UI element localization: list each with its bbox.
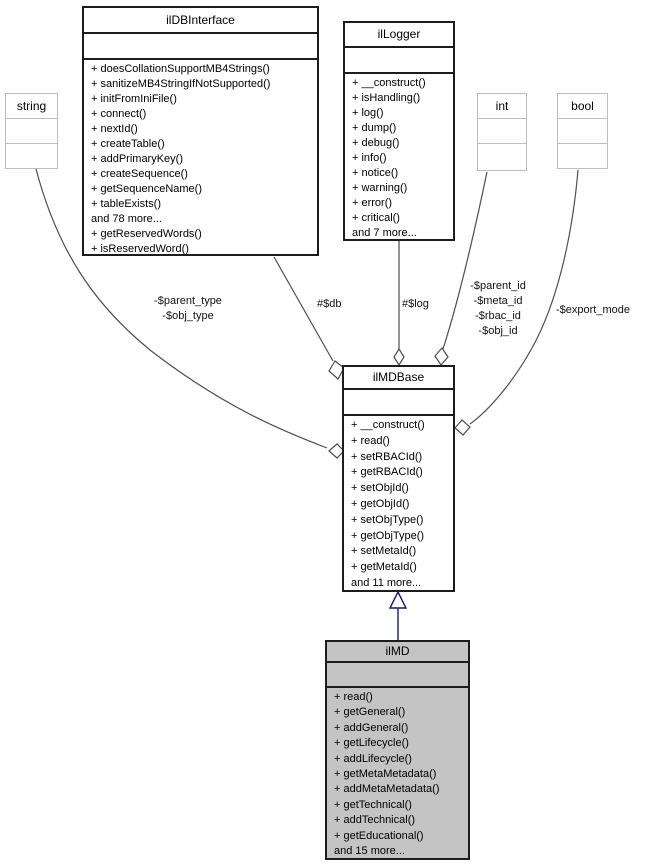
method-line: + doesCollationSupportMB4Strings() bbox=[91, 63, 270, 75]
method-line: + notice() bbox=[352, 167, 399, 179]
type-title: string bbox=[6, 94, 57, 119]
method-line: + dump() bbox=[352, 122, 397, 134]
edge-ildbinterface-to-ilmdbase bbox=[273, 256, 334, 362]
methods-compartment: + doesCollationSupportMB4Strings() + san… bbox=[84, 60, 317, 257]
method-line: + setMetaId() bbox=[351, 545, 417, 558]
method-line: + getSequenceName() bbox=[91, 183, 202, 195]
edge-label-line: -$obj_id bbox=[478, 325, 518, 337]
method-line: + getReservedWords() bbox=[91, 228, 202, 240]
edge-int-to-ilmdbase bbox=[442, 171, 488, 350]
method-line: + addPrimaryKey() bbox=[91, 153, 184, 165]
method-line: + getObjType() bbox=[351, 529, 425, 542]
edge-label-line: -$obj_type bbox=[162, 310, 214, 322]
type-node-string: string bbox=[5, 93, 58, 169]
edge-label-log: #$log bbox=[402, 298, 429, 310]
class-title: ilLogger bbox=[345, 23, 453, 48]
method-line: + setRBACId() bbox=[351, 450, 423, 463]
aggregation-diamond-ids bbox=[434, 347, 449, 366]
inheritance-arrowhead bbox=[388, 590, 408, 609]
aggregation-diamond-log bbox=[393, 347, 405, 367]
class-title: ilMDBase bbox=[344, 367, 453, 390]
type-empty-row bbox=[558, 119, 607, 144]
method-line: + getObjId() bbox=[351, 497, 410, 510]
type-empty-row bbox=[6, 119, 57, 144]
methods-compartment: + __construct() + isHandling() + log() +… bbox=[345, 74, 453, 241]
methods-compartment: + read() + getGeneral() + addGeneral() +… bbox=[327, 688, 468, 859]
class-node-ilmd[interactable]: ilMD + read() + getGeneral() + addGenera… bbox=[325, 640, 470, 860]
method-line: + read() bbox=[351, 434, 390, 447]
type-empty-row bbox=[6, 144, 57, 168]
edge-label-line: -$parent_id bbox=[470, 280, 526, 292]
method-line: + nextId() bbox=[91, 123, 138, 135]
type-empty-row bbox=[478, 119, 526, 144]
method-line: + getLifecycle() bbox=[334, 737, 409, 750]
type-empty-row bbox=[558, 144, 607, 168]
aggregation-diamond-export-mode bbox=[454, 419, 471, 436]
method-line: + sanitizeMB4StringIfNotSupported() bbox=[91, 78, 271, 90]
class-title: ilDBInterface bbox=[84, 8, 317, 34]
method-line: + error() bbox=[352, 197, 393, 209]
method-line: + getMetaId() bbox=[351, 561, 417, 574]
method-line: + addTechnical() bbox=[334, 814, 416, 827]
method-line: + addMetaMetadata() bbox=[334, 783, 440, 796]
method-line: + addGeneral() bbox=[334, 721, 409, 734]
edge-label-db: #$db bbox=[317, 298, 342, 310]
method-line: + __construct() bbox=[351, 419, 425, 431]
edge-string-to-ilmdbase bbox=[35, 168, 328, 449]
method-line: + tableExists() bbox=[91, 198, 161, 210]
method-line: + getRBACId() bbox=[351, 466, 423, 479]
method-line: + isReservedWord() bbox=[91, 243, 189, 255]
method-line: + getEducational() bbox=[334, 829, 424, 842]
method-line: + log() bbox=[352, 107, 384, 119]
method-line: + info() bbox=[352, 152, 387, 164]
aggregation-diamond-db bbox=[328, 360, 345, 380]
method-line: + getTechnical() bbox=[334, 798, 412, 811]
edge-label-line: -$meta_id bbox=[473, 295, 523, 307]
methods-compartment: + __construct() + read() + setRBACId() +… bbox=[344, 416, 453, 592]
method-line: + addLifecycle() bbox=[334, 752, 412, 765]
method-line: + connect() bbox=[91, 108, 147, 120]
attributes-compartment bbox=[84, 34, 317, 60]
method-line: and 11 more... bbox=[351, 576, 422, 589]
type-title: bool bbox=[558, 94, 607, 119]
class-node-illogger[interactable]: ilLogger + __construct() + isHandling() … bbox=[343, 21, 455, 241]
method-line: + getGeneral() bbox=[334, 706, 406, 719]
edge-label-parent-type: -$parent_type -$obj_type bbox=[131, 294, 245, 324]
attributes-compartment bbox=[344, 390, 453, 416]
method-line: and 7 more... bbox=[352, 227, 417, 239]
type-empty-row bbox=[478, 144, 526, 168]
method-line: + getMetaMetadata() bbox=[334, 768, 437, 781]
edge-label-ids: -$parent_id -$meta_id -$rbac_id -$obj_id bbox=[452, 279, 544, 339]
attributes-compartment bbox=[345, 48, 453, 74]
method-line: + createTable() bbox=[91, 138, 165, 150]
edge-label-line: -$rbac_id bbox=[475, 310, 521, 322]
method-line: + setObjId() bbox=[351, 482, 409, 495]
type-node-int: int bbox=[477, 93, 527, 171]
method-line: + critical() bbox=[352, 212, 400, 224]
edge-bool-to-ilmdbase bbox=[469, 169, 579, 425]
method-line: + isHandling() bbox=[352, 92, 421, 104]
method-line: and 78 more... bbox=[91, 213, 162, 225]
method-line: + warning() bbox=[352, 182, 408, 194]
class-node-ilmdbase[interactable]: ilMDBase + __construct() + read() + setR… bbox=[342, 365, 455, 592]
method-line: + createSequence() bbox=[91, 168, 188, 180]
type-node-bool: bool bbox=[557, 93, 608, 169]
edge-label-line: -$parent_type bbox=[154, 295, 222, 307]
method-line: and 15 more... bbox=[334, 845, 405, 858]
type-title: int bbox=[478, 94, 526, 119]
method-line: + read() bbox=[334, 691, 373, 703]
method-line: + setObjType() bbox=[351, 513, 424, 526]
method-line: + __construct() bbox=[352, 77, 426, 89]
class-node-ildbinterface[interactable]: ilDBInterface + doesCollationSupportMB4S… bbox=[82, 6, 319, 256]
edge-label-export-mode: -$export_mode bbox=[556, 304, 630, 316]
class-title: ilMD bbox=[327, 642, 468, 663]
method-line: + debug() bbox=[352, 137, 400, 149]
method-line: + initFromIniFile() bbox=[91, 93, 177, 105]
attributes-compartment bbox=[327, 663, 468, 688]
